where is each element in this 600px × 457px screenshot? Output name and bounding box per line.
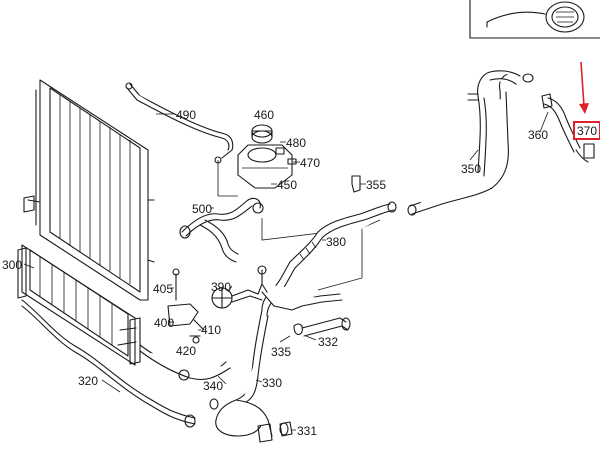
bracket-400	[167, 268, 205, 344]
hose-330	[209, 309, 273, 443]
callout-405: 405	[153, 282, 174, 296]
callout-360: 360	[528, 128, 549, 142]
clip-335	[293, 323, 303, 336]
pipe-490	[125, 82, 234, 164]
callout-350: 350	[461, 162, 482, 176]
fitting-331	[279, 421, 293, 437]
inset-cap-view	[469, 0, 600, 39]
callout-410: 410	[201, 323, 222, 337]
callout-331: 331	[297, 424, 318, 438]
connector-355	[351, 175, 361, 193]
radiator	[23, 79, 155, 301]
callout-460: 460	[254, 108, 275, 122]
callout-470: 470	[300, 156, 321, 170]
callout-400: 400	[154, 316, 175, 330]
lower-cooler	[17, 244, 141, 366]
callout-335: 335	[271, 345, 292, 359]
expansion-tank	[237, 124, 297, 189]
callout-332: 332	[318, 335, 339, 349]
callout-450: 450	[277, 178, 298, 192]
hose-320	[21, 299, 196, 428]
callout-420: 420	[176, 344, 197, 358]
callout-355: 355	[366, 178, 387, 192]
callout-500: 500	[192, 202, 213, 216]
callout-370: 370	[573, 121, 600, 140]
valve-390	[211, 265, 343, 311]
callout-300: 300	[2, 258, 23, 272]
hose-360	[541, 93, 581, 153]
hose-340	[139, 344, 231, 381]
highlight-arrow	[579, 61, 589, 114]
callout-490: 490	[176, 108, 197, 122]
hose-370	[575, 143, 595, 163]
leader-lines	[23, 111, 549, 431]
callout-480: 480	[286, 136, 307, 150]
hose-350	[407, 70, 534, 216]
callout-330: 330	[262, 376, 283, 390]
callout-390: 390	[211, 280, 232, 294]
hose-332	[301, 317, 351, 337]
hose-500	[179, 197, 264, 263]
callout-380: 380	[326, 235, 347, 249]
callout-340: 340	[203, 379, 224, 393]
callout-320: 320	[78, 374, 99, 388]
